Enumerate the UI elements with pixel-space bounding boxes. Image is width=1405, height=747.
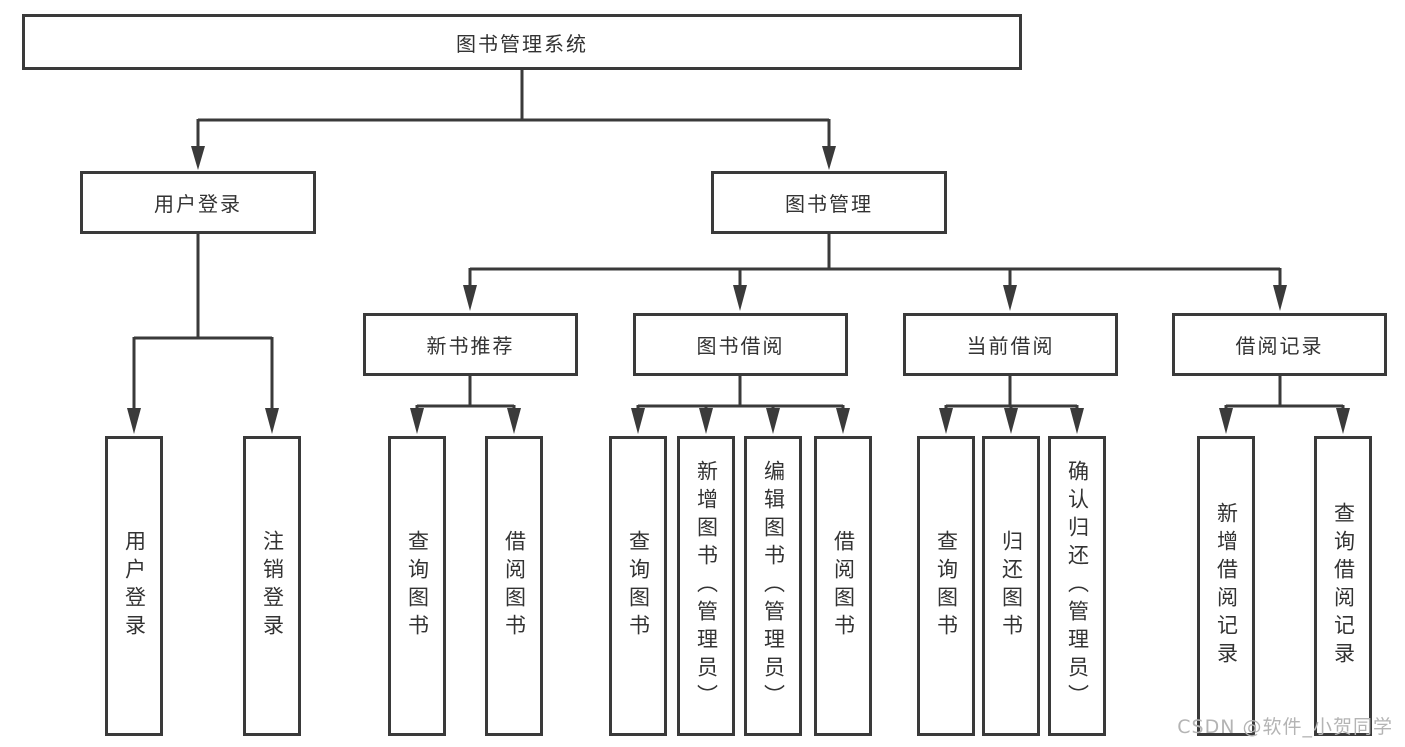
node-current-borrow: 当前借阅 bbox=[903, 313, 1118, 376]
leaf-recommend-borrow-books-label: 借阅图书 bbox=[502, 530, 527, 642]
leaf-recommend-borrow-books: 借阅图书 bbox=[485, 436, 543, 736]
leaf-confirm-return-admin-label: 确认归还（管理员） bbox=[1065, 460, 1090, 712]
node-new-book-recommend: 新书推荐 bbox=[363, 313, 578, 376]
node-current-borrow-label: 当前借阅 bbox=[966, 334, 1055, 358]
leaf-borrow-query-books: 查询图书 bbox=[609, 436, 667, 736]
leaf-logout: 注销登录 bbox=[243, 436, 301, 736]
csdn-watermark: CSDN @软件_小贺同学 bbox=[1177, 716, 1393, 738]
connector-borrow-to-leaves bbox=[631, 376, 850, 434]
node-book-management: 图书管理 bbox=[711, 171, 947, 234]
node-book-management-label: 图书管理 bbox=[785, 192, 873, 216]
leaf-user-login: 用户登录 bbox=[105, 436, 163, 736]
leaf-query-borrow-record: 查询借阅记录 bbox=[1314, 436, 1372, 736]
connector-rec-to-leaves bbox=[410, 376, 521, 434]
leaf-current-query-books: 查询图书 bbox=[917, 436, 975, 736]
leaf-add-books-admin-label: 新增图书（管理员） bbox=[694, 460, 719, 712]
leaf-query-borrow-record-label: 查询借阅记录 bbox=[1331, 502, 1356, 670]
leaf-return-books: 归还图书 bbox=[982, 436, 1040, 736]
connector-records-to-leaves bbox=[1219, 376, 1350, 434]
leaf-confirm-return-admin: 确认归还（管理员） bbox=[1048, 436, 1106, 736]
leaf-edit-books-admin-label: 编辑图书（管理员） bbox=[761, 460, 786, 712]
node-library-system-label: 图书管理系统 bbox=[456, 31, 588, 56]
leaf-recommend-query-books: 查询图书 bbox=[388, 436, 446, 736]
connector-login-to-leaves bbox=[127, 234, 279, 434]
node-user-login-label: 用户登录 bbox=[154, 192, 242, 216]
node-user-login: 用户登录 bbox=[80, 171, 316, 234]
node-book-borrow-label: 图书借阅 bbox=[696, 334, 785, 358]
leaf-user-login-label: 用户登录 bbox=[122, 530, 147, 642]
leaf-add-borrow-record-label: 新增借阅记录 bbox=[1214, 502, 1239, 670]
leaf-borrow-books-label: 借阅图书 bbox=[831, 530, 856, 642]
leaf-logout-label: 注销登录 bbox=[260, 530, 285, 642]
node-library-system: 图书管理系统 bbox=[22, 14, 1022, 70]
leaf-current-query-books-label: 查询图书 bbox=[934, 530, 959, 642]
leaf-return-books-label: 归还图书 bbox=[999, 530, 1024, 642]
connector-mgmt-to-level3 bbox=[463, 234, 1287, 311]
leaf-add-borrow-record: 新增借阅记录 bbox=[1197, 436, 1255, 736]
leaf-borrow-query-books-label: 查询图书 bbox=[626, 530, 651, 642]
node-borrow-records: 借阅记录 bbox=[1172, 313, 1387, 376]
connector-current-to-leaves bbox=[939, 376, 1084, 434]
leaf-borrow-books: 借阅图书 bbox=[814, 436, 872, 736]
leaf-recommend-query-books-label: 查询图书 bbox=[405, 530, 430, 642]
node-borrow-records-label: 借阅记录 bbox=[1235, 334, 1324, 358]
node-book-borrow: 图书借阅 bbox=[633, 313, 848, 376]
connector-root-to-level2 bbox=[191, 70, 836, 170]
leaf-edit-books-admin: 编辑图书（管理员） bbox=[744, 436, 802, 736]
leaf-add-books-admin: 新增图书（管理员） bbox=[677, 436, 735, 736]
node-new-book-recommend-label: 新书推荐 bbox=[426, 334, 515, 358]
